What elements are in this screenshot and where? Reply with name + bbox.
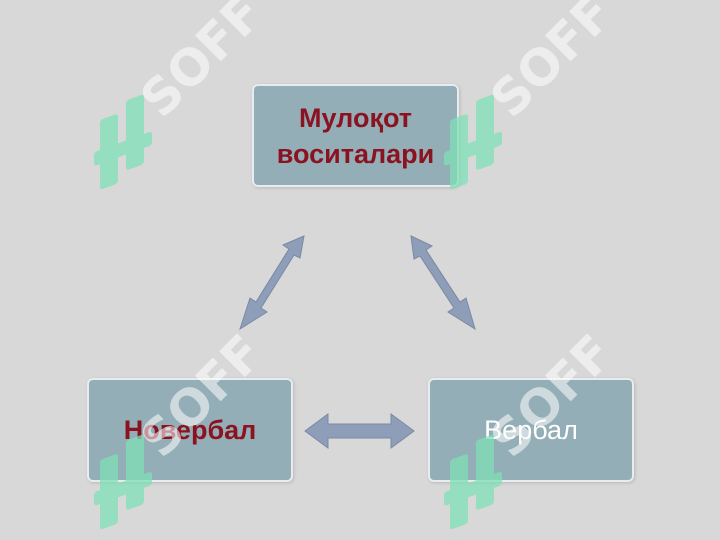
node-nonverbal: Новербал xyxy=(87,378,293,482)
node-verbal: Вербал xyxy=(428,378,634,482)
node-communication-means-label: Мулоқот воситалари xyxy=(276,102,435,169)
node-nonverbal-label: Новербал xyxy=(124,412,257,448)
node-communication-means: Мулоқот воситалари xyxy=(252,84,459,187)
arrow-top-right xyxy=(410,235,476,331)
node-verbal-label: Вербал xyxy=(484,412,578,448)
arrow-left-right xyxy=(304,413,415,449)
arrow-top-left xyxy=(239,235,305,331)
